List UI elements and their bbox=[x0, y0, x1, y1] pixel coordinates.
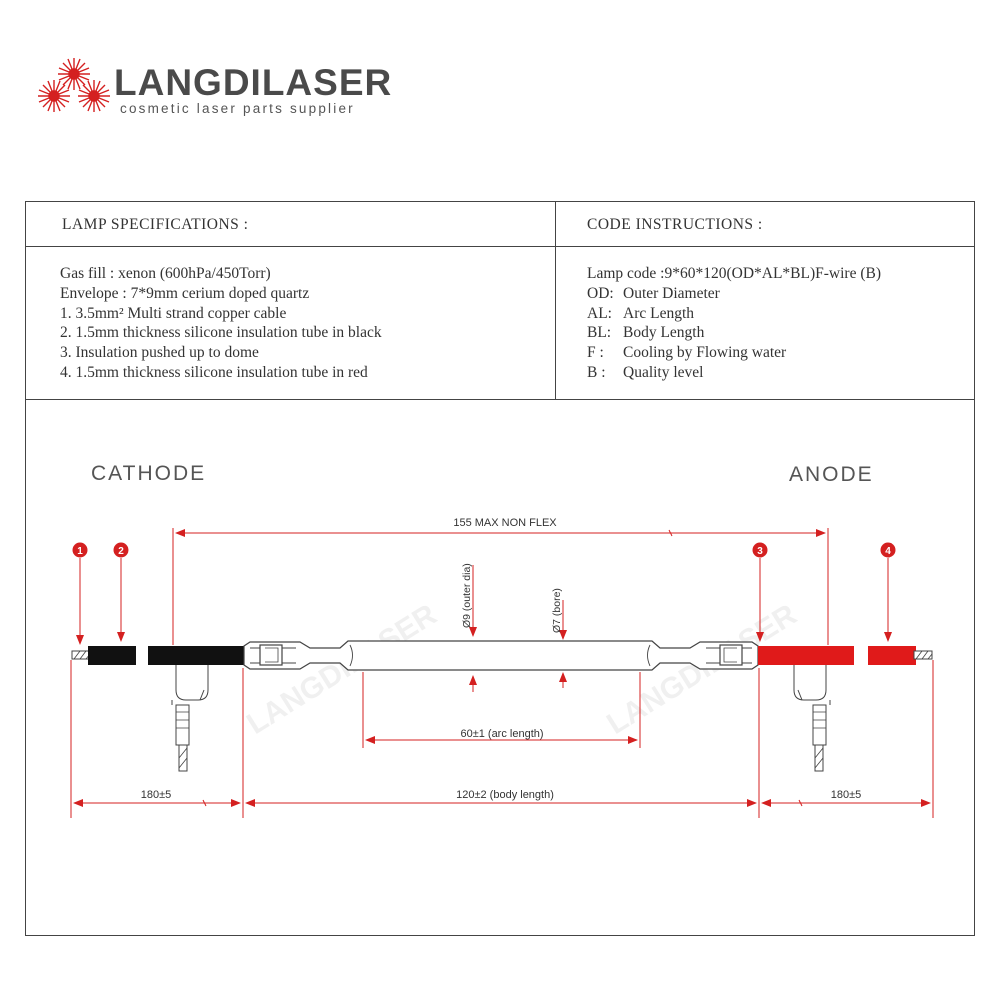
marker-3: 3 bbox=[752, 542, 768, 642]
code-value: Cooling by Flowing water bbox=[623, 344, 787, 362]
dimension-max-non-flex: 155 MAX NON FLEX bbox=[172, 517, 829, 645]
lamp-specifications-title: LAMP SPECIFICATIONS : bbox=[62, 216, 249, 233]
code-value: Quality level bbox=[623, 363, 704, 381]
spec-line: Gas fill : xenon (600hPa/450Torr) bbox=[60, 265, 271, 282]
code-value: Arc Length bbox=[623, 304, 695, 322]
code-item: B : Quality level bbox=[587, 363, 881, 383]
code-item: BL: Body Length bbox=[587, 323, 881, 343]
marker-4: 4 bbox=[880, 542, 896, 642]
dimension-bore: Ø7 (bore) bbox=[551, 588, 567, 688]
svg-text:Ø9 (outer dia): Ø9 (outer dia) bbox=[461, 563, 473, 628]
logo: LANGDILASER cosmetic laser parts supplie… bbox=[36, 52, 396, 122]
spec-line: 1. 3.5mm² Multi strand copper cable bbox=[60, 304, 287, 322]
logo-tagline: cosmetic laser parts supplier bbox=[120, 101, 355, 116]
drawing-frame bbox=[25, 201, 975, 936]
code-instructions-list: Lamp code :9*60*120(OD*AL*BL)F-wire (B) … bbox=[587, 264, 881, 383]
code-key: F : bbox=[587, 344, 604, 362]
spec-line: 4. 1.5mm thickness silicone insulation t… bbox=[60, 363, 368, 381]
code-item: F : Cooling by Flowing water bbox=[587, 343, 881, 363]
svg-text:4: 4 bbox=[885, 546, 891, 557]
spec-line: Envelope : 7*9mm cerium doped quartz bbox=[60, 284, 310, 302]
column-divider bbox=[555, 201, 556, 399]
dimension-outer-dia: Ø9 (outer dia) bbox=[461, 563, 477, 692]
code-item: OD: Outer Diameter bbox=[587, 284, 881, 304]
svg-text:1: 1 bbox=[77, 546, 83, 557]
code-item: AL: Arc Length bbox=[587, 304, 881, 324]
code-value: Body Length bbox=[623, 324, 705, 342]
code-key: B : bbox=[587, 363, 606, 381]
anode-label: ANODE bbox=[789, 463, 874, 486]
code-instructions-title: CODE INSTRUCTIONS : bbox=[587, 216, 763, 233]
dimension-body-length: 180±5 120±2 (body length) 180±5 bbox=[70, 660, 934, 818]
svg-text:2: 2 bbox=[118, 546, 124, 557]
logo-name: LANGDILASER bbox=[114, 62, 393, 103]
spec-line: 2. 1.5mm thickness silicone insulation t… bbox=[60, 324, 382, 342]
svg-text:3: 3 bbox=[757, 546, 763, 557]
table-bottom-divider bbox=[25, 399, 975, 400]
svg-text:60±1 (arc length): 60±1 (arc length) bbox=[460, 728, 543, 740]
cathode-label: CATHODE bbox=[91, 462, 206, 485]
svg-text:120±2 (body length): 120±2 (body length) bbox=[456, 789, 554, 801]
code-key: BL: bbox=[587, 324, 612, 342]
svg-text:Ø7 (bore): Ø7 (bore) bbox=[551, 588, 563, 633]
code-key: AL: bbox=[587, 304, 612, 322]
marker-2: 2 bbox=[113, 542, 129, 642]
marker-1: 1 bbox=[72, 542, 88, 645]
lamp-code: Lamp code :9*60*120(OD*AL*BL)F-wire (B) bbox=[587, 265, 882, 282]
header-divider bbox=[25, 246, 975, 247]
dimension-arc-length: 60±1 (arc length) bbox=[362, 672, 641, 748]
anode-lead bbox=[758, 646, 933, 772]
svg-text:180±5: 180±5 bbox=[831, 789, 862, 801]
svg-text:155 MAX NON FLEX: 155 MAX NON FLEX bbox=[453, 517, 557, 529]
lamp-specifications-list: Gas fill : xenon (600hPa/450Torr) Envelo… bbox=[60, 264, 382, 383]
laser-burst-icon bbox=[38, 58, 110, 112]
cathode-lead bbox=[71, 646, 244, 772]
svg-text:180±5: 180±5 bbox=[141, 789, 172, 801]
code-value: Outer Diameter bbox=[623, 284, 720, 302]
code-key: OD: bbox=[587, 284, 614, 302]
spec-line: 3. Insulation pushed up to dome bbox=[60, 344, 259, 362]
